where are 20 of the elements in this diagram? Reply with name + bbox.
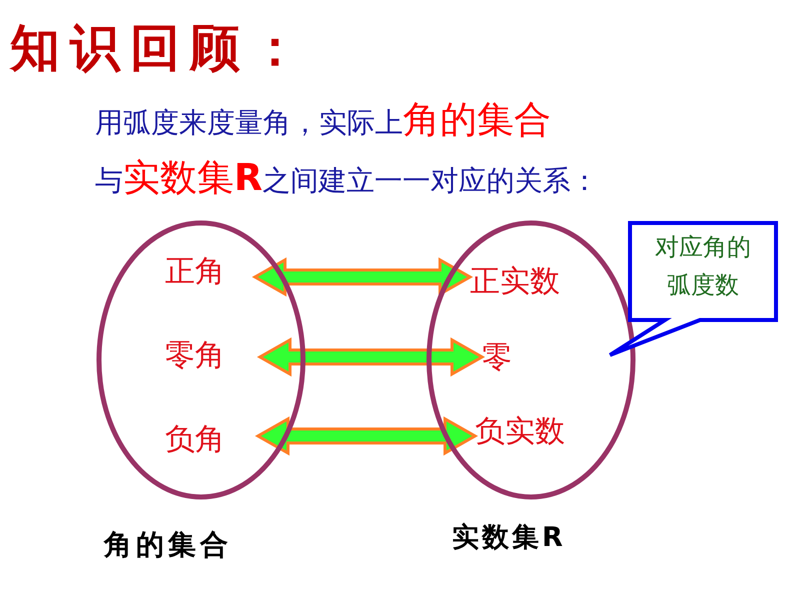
node-label: 零角 xyxy=(165,338,225,374)
title: 知识回顾： xyxy=(10,17,310,79)
statement-text: 与 xyxy=(95,163,123,199)
double-arrow xyxy=(252,257,474,297)
double-arrow xyxy=(254,416,478,456)
set-name: 实数集R xyxy=(452,521,566,555)
set-ellipse xyxy=(426,220,636,500)
double-arrow xyxy=(256,337,486,377)
node-label: 正实数 xyxy=(470,264,560,300)
statement-text: 用弧度来度量角，实际上 xyxy=(95,105,403,141)
statement-text: 实数集R xyxy=(123,155,262,201)
set-name: 角的集合 xyxy=(104,527,232,563)
node-label: 正角 xyxy=(165,254,225,290)
node-label: 负实数 xyxy=(475,414,565,450)
callout-text: 对应角的弧度数 xyxy=(655,233,751,299)
node-label: 零 xyxy=(482,340,512,376)
statement-text: 之间建立一一对应的关系： xyxy=(262,163,598,199)
statement-text: 角的集合 xyxy=(403,97,551,143)
node-label: 负角 xyxy=(165,422,225,458)
set-ellipse xyxy=(96,220,306,500)
